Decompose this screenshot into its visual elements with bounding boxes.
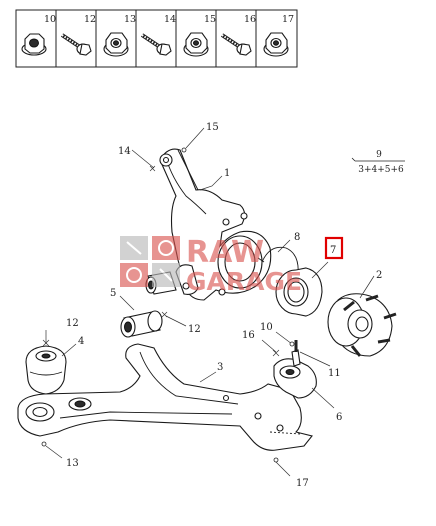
table-cell-number: 16 [244,14,256,25]
callout-14: 14 [118,146,131,157]
callout-3: 3 [217,362,223,373]
steering-knuckle [159,148,272,301]
table-cell-number: 10 [44,14,56,25]
rear-bushing [25,345,67,395]
callout-1: 1 [224,168,230,179]
watermark-line1: RAW [186,235,264,270]
callout-16: 16 [242,330,255,341]
hex-nut-icon [263,32,289,57]
callout-11: 11 [328,368,341,379]
callout-5: 5 [110,288,116,299]
table-cell-number: 12 [84,14,96,25]
callout-4: 4 [78,336,84,347]
watermark: RAW GARAGE [120,235,302,296]
callout-13: 13 [66,458,79,469]
watermark-logo [120,236,180,287]
callout-8: 8 [294,232,300,243]
hex-nut-icon [183,32,209,57]
callout-12-left: 12 [66,318,79,329]
fastener-table: 10 12 13 14 15 16 17 [15,9,298,68]
table-cell-number: 14 [164,14,176,25]
flange-bolt-icon [220,33,252,56]
table-cell-number: 15 [204,14,216,25]
lower-control-arm [17,343,313,451]
watermark-line2: GARAGE [186,267,302,296]
callout-6: 6 [336,412,342,423]
callout-17: 17 [296,478,309,489]
kit-composition: 3+4+5+6 [358,165,404,175]
ball-joint [273,340,317,399]
highlighted-callout-7[interactable]: 7 [324,236,344,260]
callout-numbers: 1 2 3 4 5 6 8 10 11 12 12 13 14 15 16 17 [66,122,382,489]
callout-10: 10 [260,322,273,333]
callout-15: 15 [206,122,219,133]
table-cell-number: 17 [282,14,294,25]
callout-12-right: 12 [188,324,201,335]
flange-bolt-icon [140,33,172,56]
arm-bushing [120,310,163,338]
flange-bolt-icon [60,33,92,56]
callout-2: 2 [376,270,382,281]
wheel-bearing [275,267,323,317]
kit-note: 9 3+4+5+6 [351,150,405,175]
wheel-hub [327,293,397,357]
table-cell-number: 13 [124,14,136,25]
callout-7: 7 [330,245,336,256]
hex-nut-icon [103,32,129,57]
flange-nut-icon [21,33,47,56]
highlight-box [324,236,344,260]
leader-lines [41,127,375,477]
kit-number: 9 [376,150,382,160]
